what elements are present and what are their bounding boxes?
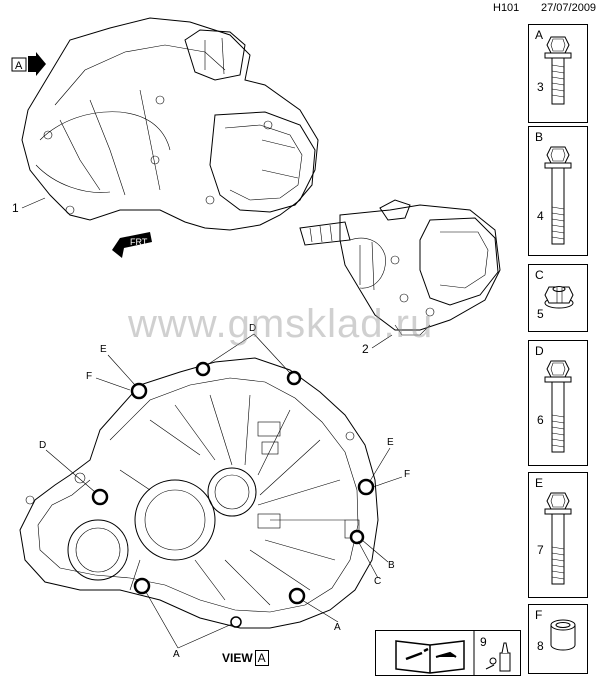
panel-letter: A — [535, 28, 544, 42]
callout-e-left: E — [100, 344, 107, 355]
parts-panel-e: E 7 — [528, 472, 588, 598]
parts-panel-f: F 8 — [528, 604, 588, 674]
callout-item-1: 1 — [12, 201, 19, 215]
callout-item-2: 2 — [362, 342, 369, 356]
callout-f-right: F — [404, 469, 410, 480]
view-label-text: VIEW — [222, 651, 253, 665]
panel-letter: C — [535, 268, 544, 282]
panel-number: 7 — [537, 543, 544, 557]
callout-b-right: B — [388, 560, 395, 571]
callout-c-right: C — [374, 576, 381, 587]
parts-panel-b: B 4 — [528, 126, 588, 256]
panel-number: 4 — [537, 209, 544, 223]
callout-f-left: F — [86, 371, 92, 382]
view-label-letter: A — [254, 650, 269, 666]
diagram-date: 27/07/2009 — [541, 2, 597, 14]
legend-box: 9 — [375, 630, 521, 676]
bolt-icon — [544, 36, 572, 105]
panel-letter: B — [535, 130, 544, 144]
legend-number: 9 — [480, 635, 487, 649]
bolt-icon — [544, 360, 572, 453]
front-arrow-label: FRT — [130, 237, 148, 247]
view-a-arrow-label: A — [15, 60, 23, 72]
manual-wrench-icon — [395, 640, 465, 674]
legend-graphics — [395, 631, 511, 675]
callout-d-left: D — [39, 440, 46, 451]
sleeve-icon — [550, 619, 576, 651]
transmission-assembly — [21, 17, 319, 231]
watermark: www.gmsklad.ru — [128, 302, 434, 346]
callout-a-bottom-right: A — [334, 622, 341, 633]
callout-e-right: E — [387, 437, 394, 448]
nut-icon — [544, 286, 574, 309]
callout-d-top: D — [249, 323, 256, 334]
panel-number: 5 — [537, 307, 544, 321]
transmission-case-view-a — [19, 357, 379, 629]
panel-number: 6 — [537, 413, 544, 427]
parts-panel-a: A 3 — [528, 24, 588, 123]
bolt-icon — [544, 146, 572, 245]
parts-panel-c: C 5 — [528, 264, 588, 332]
callout-a-bottom-left: A — [173, 649, 180, 660]
parts-panel-d: D 6 — [528, 340, 588, 466]
panel-letter: D — [535, 344, 544, 358]
bolt-icon — [544, 492, 572, 585]
view-a-arrow — [11, 52, 46, 76]
panel-number: 8 — [537, 639, 544, 653]
diagram-code: H101 — [493, 2, 520, 14]
leader-lines — [45, 333, 403, 649]
panel-number: 3 — [537, 80, 544, 94]
sealant-bottle-icon — [485, 642, 511, 672]
front-arrow — [112, 232, 152, 258]
gear-set-assembly — [299, 199, 501, 336]
panel-letter: F — [535, 608, 543, 622]
panel-letter: E — [535, 476, 544, 490]
